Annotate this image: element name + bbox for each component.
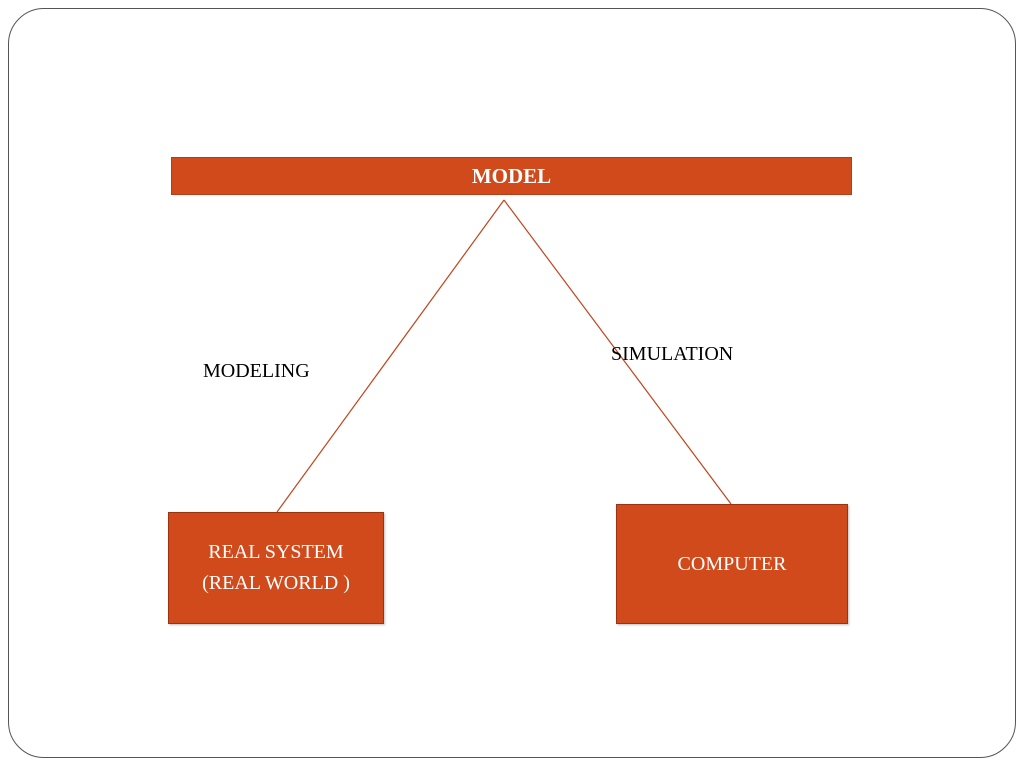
real-system-label: REAL SYSTEM <box>208 541 344 563</box>
model-label: MODEL <box>471 163 552 188</box>
computer-node: COMPUTER <box>616 504 848 624</box>
slide-frame <box>8 8 1016 758</box>
computer-label: COMPUTER <box>677 552 787 575</box>
real-world-label: (REAL WORLD ) <box>202 572 350 594</box>
modeling-label: MODELING <box>203 360 310 382</box>
real-system-node: REAL SYSTEM (REAL WORLD ) <box>168 512 384 624</box>
model-node: MODEL <box>171 157 852 195</box>
simulation-label: SIMULATION <box>611 343 734 365</box>
